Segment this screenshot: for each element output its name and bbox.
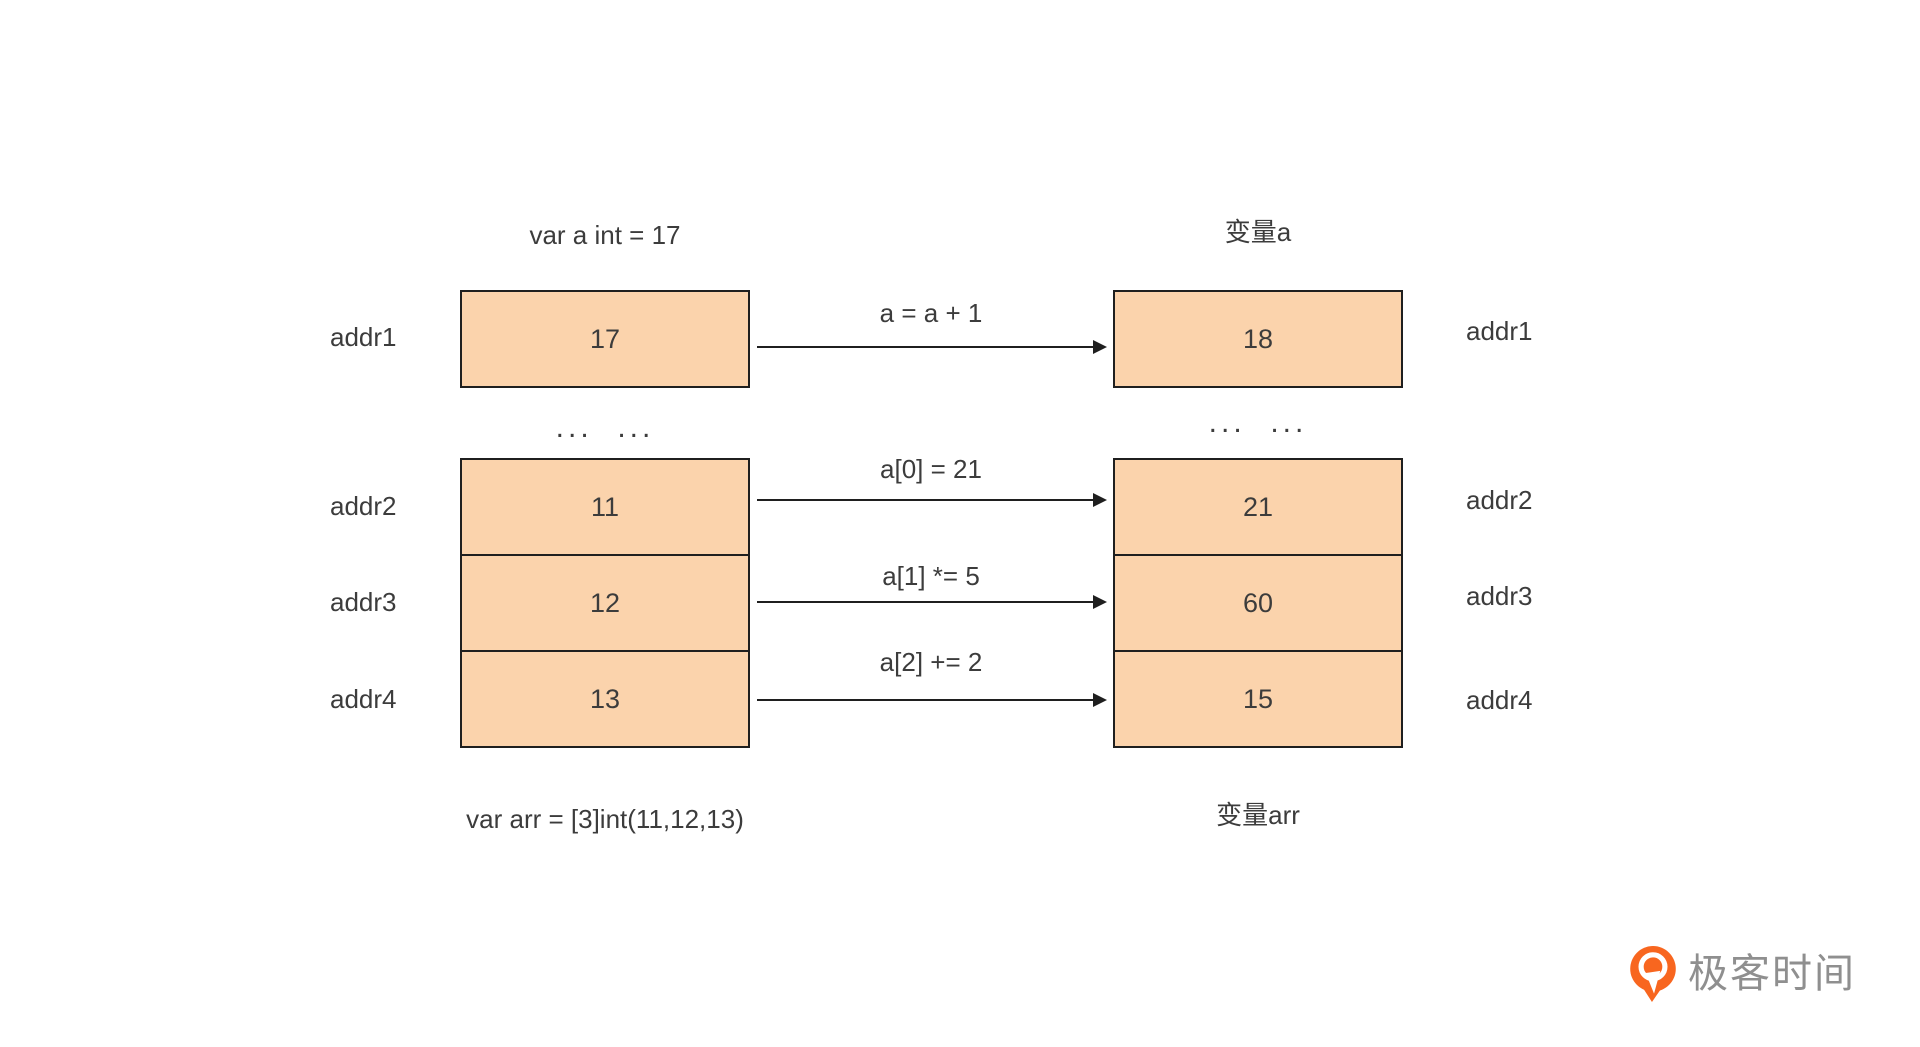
operation-label: a = a + 1 [879, 298, 983, 328]
right-bottom-caption: 变量arr [1216, 800, 1300, 830]
cell-value: 12 [589, 587, 621, 618]
geektime-logo: 极客时间 [1628, 944, 1856, 1004]
geektime-icon [1630, 946, 1676, 1002]
operation-label: a[2] += 2 [879, 647, 983, 677]
addr-label-left-4: addr4 [330, 684, 397, 714]
memory-cell: 12 [462, 554, 748, 650]
arrow [757, 693, 1107, 707]
cell-value: 60 [1242, 587, 1274, 618]
cell-value: 11 [590, 491, 620, 522]
arrowhead-icon [1093, 693, 1107, 707]
arrow [757, 493, 1107, 507]
operation-label: a[0] = 21 [880, 454, 982, 484]
left-bottom-caption: var arr = [3]int(11,12,13) [466, 804, 744, 834]
memory-cell: 11 [462, 460, 748, 554]
addr-label-right-4: addr4 [1466, 685, 1533, 715]
memory-cell-right-scalar: 18 [1113, 290, 1403, 388]
cell-value: 18 [1242, 323, 1274, 354]
arrowhead-icon [1093, 340, 1107, 354]
memory-cell: 60 [1115, 554, 1401, 650]
arrow [757, 595, 1107, 609]
addr-label-right-1: addr1 [1466, 316, 1533, 346]
cell-value: 13 [589, 683, 621, 714]
ellipsis-left: ... ... [555, 411, 655, 444]
addr-label-right-2: addr2 [1466, 485, 1533, 515]
memory-array-right: 21 60 15 [1113, 458, 1403, 748]
memory-cell: 13 [462, 650, 748, 746]
memory-array-left: 11 12 13 [460, 458, 750, 748]
addr-label-left-3: addr3 [330, 587, 397, 617]
memory-cell-left-scalar: 17 [460, 290, 750, 388]
ellipsis-right: ... ... [1208, 406, 1308, 439]
addr-label-left-1: addr1 [330, 322, 397, 352]
memory-cell: 15 [1115, 650, 1401, 746]
addr-label-right-3: addr3 [1466, 581, 1533, 611]
left-top-caption: var a int = 17 [529, 220, 681, 250]
cell-value: 17 [589, 323, 621, 354]
cell-value: 21 [1242, 491, 1274, 522]
logo-text: 极客时间 [1688, 952, 1856, 996]
operation-label: a[1] *= 5 [882, 561, 980, 591]
cell-value: 15 [1242, 683, 1274, 714]
addr-label-left-2: addr2 [330, 491, 397, 521]
arrow [757, 340, 1107, 354]
right-top-caption: 变量a [1224, 217, 1292, 247]
memory-cell: 21 [1115, 460, 1401, 554]
arrowhead-icon [1093, 595, 1107, 609]
arrowhead-icon [1093, 493, 1107, 507]
